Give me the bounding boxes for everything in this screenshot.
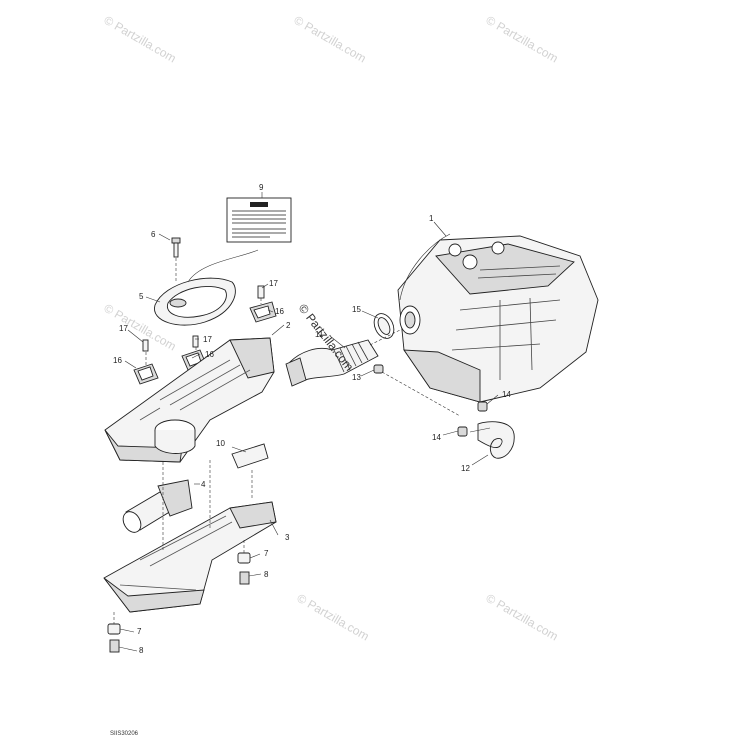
cover-plate[interactable] bbox=[231, 443, 269, 469]
silencer-lower-housing[interactable] bbox=[103, 501, 277, 613]
callout-4: 4 bbox=[201, 480, 206, 489]
callout-1: 1 bbox=[429, 214, 434, 223]
coolant-hose[interactable] bbox=[469, 421, 515, 459]
screw-8-left[interactable] bbox=[109, 639, 120, 653]
intake-hose[interactable] bbox=[285, 339, 379, 387]
callout-17-middle: 17 bbox=[203, 335, 212, 344]
callout-2: 2 bbox=[286, 321, 291, 330]
screw-6[interactable] bbox=[171, 237, 181, 258]
callout-9: 9 bbox=[259, 183, 264, 192]
grommet-7-left[interactable] bbox=[107, 623, 121, 635]
grommet-7-right[interactable] bbox=[237, 552, 251, 564]
fitting-14-upper[interactable] bbox=[477, 401, 488, 412]
silencer-upper-housing[interactable] bbox=[104, 337, 275, 463]
callout-8-right: 8 bbox=[264, 570, 269, 579]
callout-17-upper: 17 bbox=[269, 279, 278, 288]
screw-17-middle[interactable] bbox=[192, 335, 199, 348]
callout-7-right: 7 bbox=[264, 549, 269, 558]
fitting-14-lower[interactable] bbox=[457, 426, 468, 437]
callout-15: 15 bbox=[352, 305, 361, 314]
callout-5: 5 bbox=[139, 292, 144, 301]
clamp-16-left[interactable] bbox=[133, 363, 159, 385]
callout-6: 6 bbox=[151, 230, 156, 239]
callout-11: 11 bbox=[315, 330, 324, 339]
intake-adaptor-tube[interactable] bbox=[120, 479, 193, 536]
figure-id: SIIS30206 bbox=[110, 731, 139, 737]
callout-10: 10 bbox=[216, 439, 225, 448]
callout-7-left: 7 bbox=[137, 627, 142, 636]
callout-12: 12 bbox=[461, 464, 470, 473]
callout-17-left: 17 bbox=[119, 324, 128, 333]
callout-16-middle: 16 bbox=[205, 350, 214, 359]
callout-3: 3 bbox=[285, 533, 290, 542]
screw-17-left[interactable] bbox=[142, 339, 149, 352]
callout-14-upper: 14 bbox=[502, 390, 511, 399]
hose-clamp-13[interactable] bbox=[373, 364, 384, 374]
caution-decal[interactable] bbox=[226, 197, 292, 243]
callout-14-lower: 14 bbox=[432, 433, 441, 442]
callout-8-left: 8 bbox=[139, 646, 144, 655]
callout-16-left: 16 bbox=[113, 356, 122, 365]
engine-assembly[interactable] bbox=[397, 233, 599, 403]
intake-silencer-cap[interactable] bbox=[154, 277, 236, 326]
callout-16-upper: 16 bbox=[275, 307, 284, 316]
screw-17-upper[interactable] bbox=[257, 285, 265, 299]
callout-13: 13 bbox=[352, 373, 361, 382]
clamp-16-upper[interactable] bbox=[249, 301, 277, 323]
throttle-body-clamp[interactable] bbox=[370, 310, 397, 341]
screw-8-right[interactable] bbox=[239, 571, 250, 585]
